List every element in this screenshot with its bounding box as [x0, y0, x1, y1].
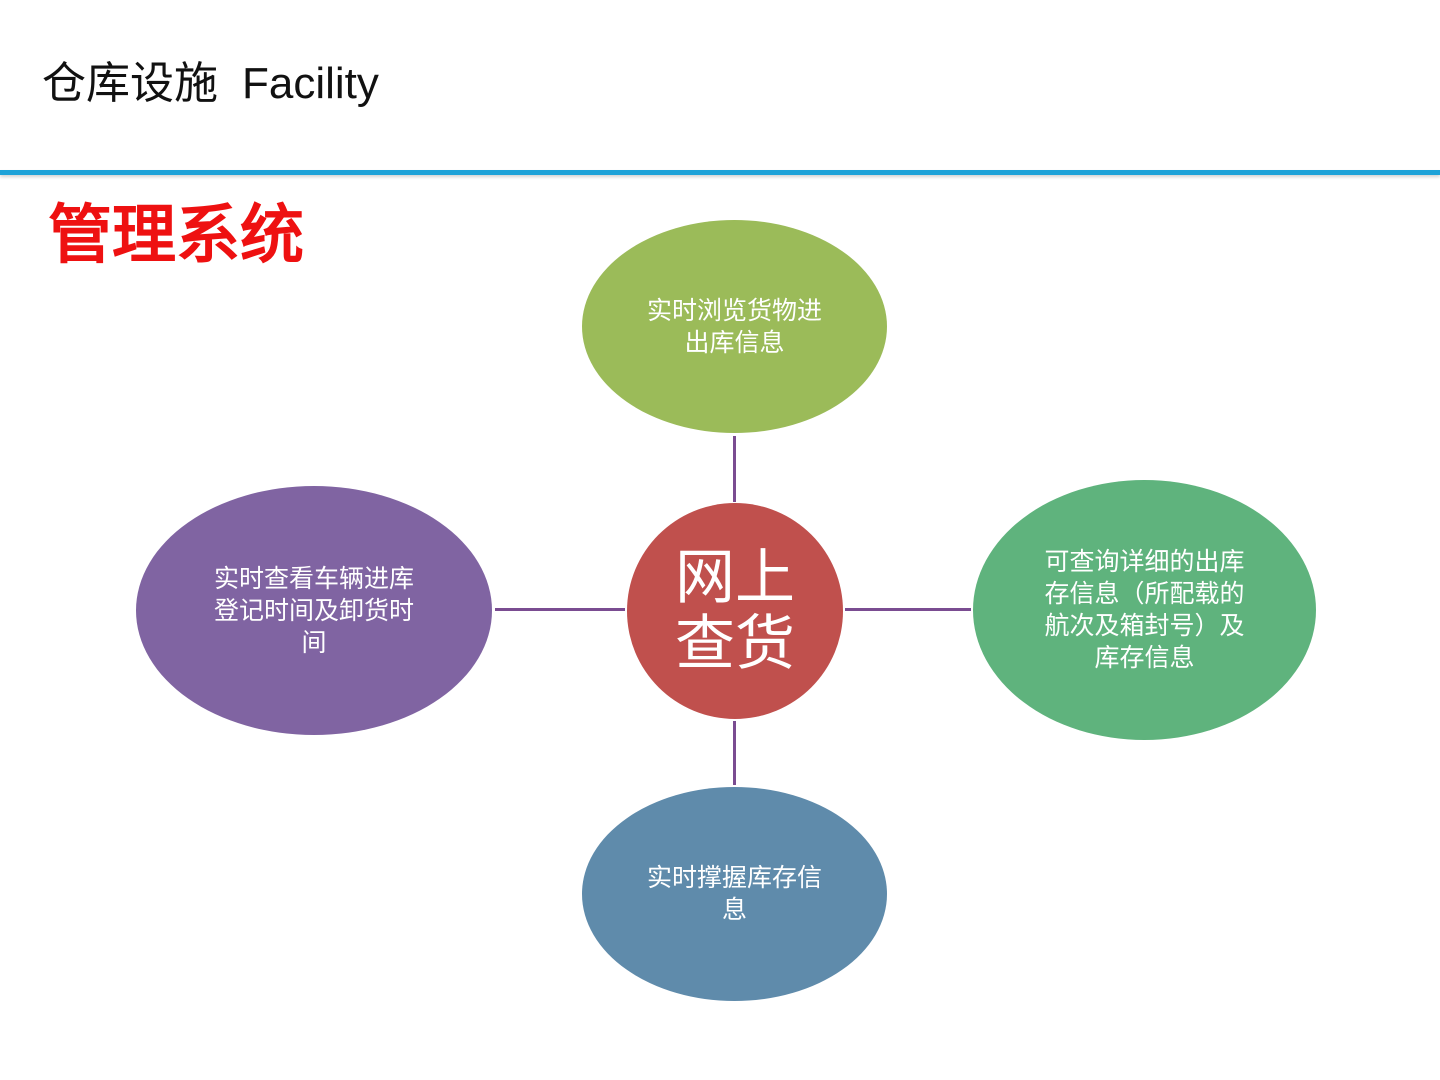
page-title: 仓库设施 Facility	[42, 58, 379, 111]
connector-bottom	[733, 721, 736, 785]
section-title: 管理系统	[48, 199, 304, 273]
connector-top	[733, 436, 736, 502]
node-right: 可查询详细的出库 存信息（所配载的 航次及箱封号）及 库存信息	[973, 480, 1316, 740]
node-center-label: 网上 查货	[675, 543, 795, 679]
node-top: 实时浏览货物进 出库信息	[582, 220, 887, 433]
node-center: 网上 查货	[627, 503, 843, 719]
node-top-label: 实时浏览货物进 出库信息	[646, 295, 822, 357]
node-left: 实时查看车辆进库 登记时间及卸货时 间	[136, 486, 492, 735]
node-right-label: 可查询详细的出库 存信息（所配载的 航次及箱封号）及 库存信息	[1044, 547, 1245, 672]
node-bottom: 实时撑握库存信 息	[582, 787, 887, 1001]
page-title-en: Facility	[242, 59, 379, 108]
connector-right	[845, 608, 971, 611]
page-title-zh: 仓库设施	[42, 58, 218, 109]
header-divider	[0, 170, 1440, 175]
node-left-label: 实时查看车辆进库 登记时间及卸货时 间	[213, 563, 414, 657]
node-bottom-label: 实时撑握库存信 息	[646, 863, 822, 924]
connector-left	[495, 608, 625, 611]
